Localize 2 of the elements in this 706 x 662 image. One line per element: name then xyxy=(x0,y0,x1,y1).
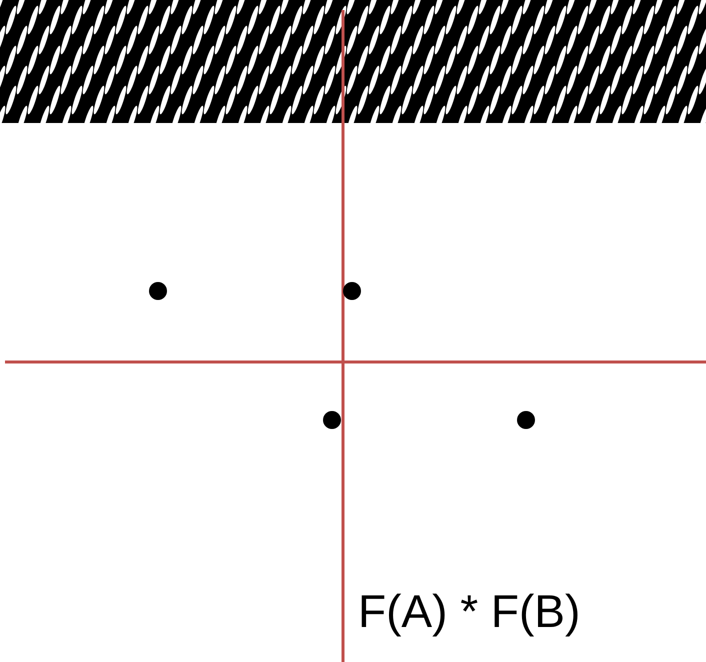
formula-label: F(A) * F(B) xyxy=(358,588,580,634)
hatched-band xyxy=(0,0,706,123)
